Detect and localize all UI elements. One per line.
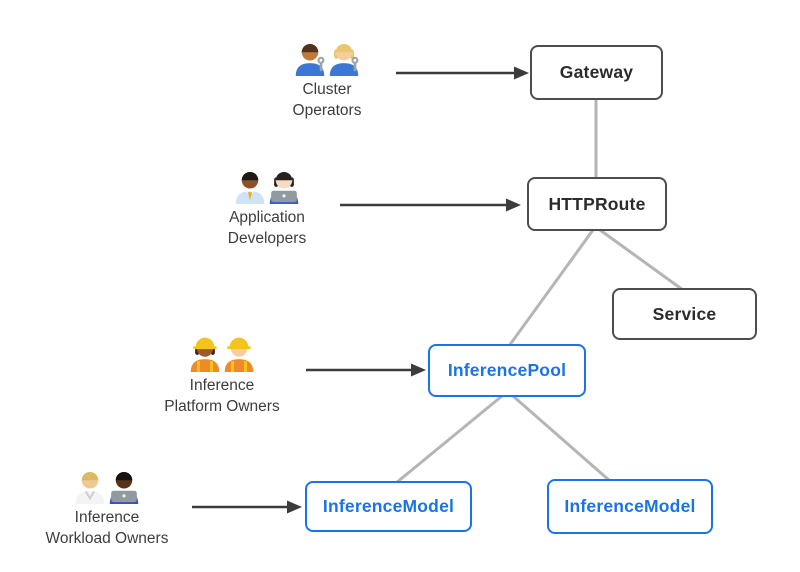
arrow-platform-owners-to-inferencepool (306, 363, 426, 377)
persona-label-line: Developers (227, 230, 307, 248)
node-service: Service (612, 288, 757, 340)
persona-label-line: Workload Owners (45, 530, 169, 548)
node-inferencemodel-right: InferenceModel (547, 479, 713, 534)
persona-label-line: Cluster (302, 81, 352, 98)
person-technologist-emoji-icon (109, 471, 139, 504)
node-httproute-label: HTTPRoute (548, 193, 646, 214)
persona-label-line: Application (229, 209, 305, 226)
edge-httproute-inferencepool (507, 229, 595, 347)
persona-inference-workload-owners-label: Inference Workload Owners (27, 507, 187, 550)
arrow-workload-owners-to-inferencemodel (192, 500, 302, 514)
node-inferencemodel-left-label: InferenceModel (322, 496, 455, 516)
persona-arrows (192, 66, 529, 514)
health-worker-emoji-icon (75, 471, 105, 504)
persona-cluster-operators: Cluster Operators (247, 36, 407, 122)
arrow-application-developers-to-httproute (340, 198, 521, 212)
edge-httproute-service (599, 228, 684, 292)
construction-workers-emoji-icon (142, 332, 302, 372)
resource-edges (395, 100, 684, 485)
man-construction-worker-emoji-icon (224, 337, 254, 372)
persona-label-line: Operators (292, 102, 362, 120)
persona-inference-platform-owners: Inference Platform Owners (142, 332, 302, 418)
persona-label-line: Platform Owners (164, 398, 280, 416)
woman-mechanic-emoji-icon (329, 43, 359, 76)
workload-owners-emoji-icon (27, 464, 187, 504)
persona-inference-workload-owners: Inference Workload Owners (27, 464, 187, 550)
developers-emoji-icon (187, 164, 347, 204)
persona-application-developers: Application Developers (187, 164, 347, 250)
woman-construction-worker-emoji-icon (190, 337, 220, 372)
node-service-label: Service (652, 303, 717, 324)
node-inferencepool-label: InferencePool (447, 360, 567, 380)
node-inferencepool: InferencePool (428, 344, 586, 397)
persona-cluster-operators-label: Cluster Operators (247, 79, 407, 122)
node-gateway-label: Gateway (559, 62, 634, 82)
arrow-cluster-operators-to-gateway (396, 66, 529, 80)
node-httproute: HTTPRoute (527, 177, 667, 231)
persona-label-line: Inference (74, 509, 140, 526)
edge-inferencepool-inferencemodel-left (395, 394, 503, 485)
man-office-worker-emoji-icon (235, 171, 265, 204)
mechanics-emoji-icon (247, 36, 407, 76)
node-inferencemodel-left: InferenceModel (305, 481, 472, 532)
persona-label-line: Inference (189, 377, 255, 394)
man-mechanic-emoji-icon (295, 43, 325, 76)
node-inferencemodel-right-label: InferenceModel (564, 496, 696, 516)
node-gateway: Gateway (530, 45, 663, 100)
woman-technologist-emoji-icon (269, 171, 299, 204)
persona-application-developers-label: Application Developers (187, 207, 347, 250)
persona-inference-platform-owners-label: Inference Platform Owners (142, 375, 302, 418)
edge-inferencepool-inferencemodel-right (512, 394, 611, 483)
